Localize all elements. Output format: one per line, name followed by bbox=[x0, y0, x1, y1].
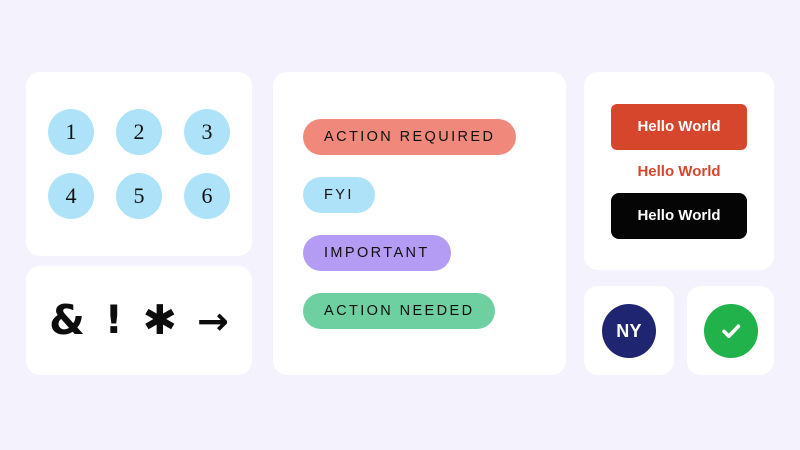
status-badge-important[interactable]: IMPORTANT bbox=[303, 234, 451, 271]
numbers-row: 4 5 6 bbox=[48, 173, 230, 219]
status-badge-action-needed[interactable]: ACTION NEEDED bbox=[303, 292, 496, 329]
ampersand-icon: & bbox=[49, 296, 85, 344]
hello-world-primary-button[interactable]: Hello World bbox=[611, 103, 747, 150]
status-pills-card: ACTION REQUIRED FYI IMPORTANT ACTION NEE… bbox=[273, 72, 566, 375]
status-badge-label: ACTION REQUIRED bbox=[324, 128, 496, 145]
ny-avatar-label: NY bbox=[616, 320, 642, 341]
status-badge-action-required[interactable]: ACTION REQUIRED bbox=[303, 118, 517, 155]
status-badge-label: ACTION NEEDED bbox=[324, 302, 475, 319]
number-circle-label: 6 bbox=[201, 183, 213, 208]
hello-world-dark-label: Hello World bbox=[637, 207, 721, 224]
exclamation-icon: ! bbox=[104, 298, 123, 343]
hello-world-primary-label: Hello World bbox=[637, 118, 721, 135]
symbols-card: & ! ✱ → bbox=[26, 266, 252, 375]
arrow-right-icon: → bbox=[197, 298, 229, 343]
ny-badge-card: NY bbox=[584, 286, 674, 375]
check-badge-card bbox=[687, 286, 774, 375]
ny-avatar[interactable]: NY bbox=[602, 303, 656, 358]
number-circle-4[interactable]: 4 bbox=[48, 173, 94, 219]
hello-world-card: Hello World Hello World Hello World bbox=[584, 72, 774, 270]
status-badge-fyi[interactable]: FYI bbox=[303, 176, 375, 213]
status-badge-label: IMPORTANT bbox=[324, 244, 430, 261]
check-icon[interactable] bbox=[703, 303, 758, 358]
number-circle-5[interactable]: 5 bbox=[116, 173, 162, 219]
number-circle-label: 4 bbox=[65, 183, 77, 208]
numbers-card: 1 2 3 4 5 6 bbox=[26, 72, 252, 256]
number-circle-label: 2 bbox=[133, 119, 145, 144]
number-circle-label: 3 bbox=[201, 119, 213, 144]
number-circle-label: 5 bbox=[133, 183, 145, 208]
number-circle-6[interactable]: 6 bbox=[184, 173, 230, 219]
numbers-row: 1 2 3 bbox=[48, 109, 230, 155]
hello-world-text: Hello World bbox=[637, 162, 721, 180]
status-badge-label: FYI bbox=[324, 186, 354, 203]
number-circle-3[interactable]: 3 bbox=[184, 109, 230, 155]
number-circle-1[interactable]: 1 bbox=[48, 109, 94, 155]
number-circle-label: 1 bbox=[65, 119, 77, 144]
hello-world-dark-button[interactable]: Hello World bbox=[611, 192, 747, 239]
asterisk-icon: ✱ bbox=[142, 296, 178, 344]
number-circle-2[interactable]: 2 bbox=[116, 109, 162, 155]
